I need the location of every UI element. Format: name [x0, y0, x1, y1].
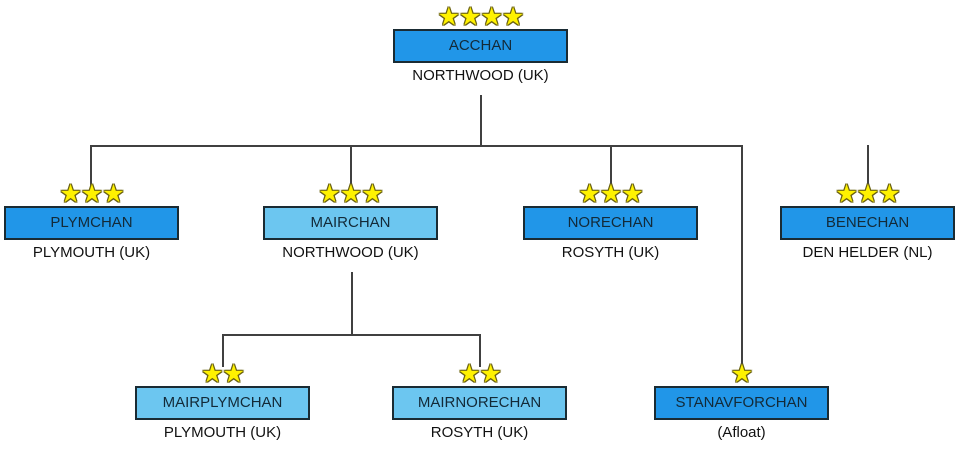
rank-star-icon: ★	[458, 360, 480, 388]
rank-star-icon: ★	[578, 180, 600, 208]
node-mairnorechan-location: ROSYTH (UK)	[430, 424, 529, 441]
node-mairnorechan[interactable]: ★★ MAIRNORECHAN ROSYTH (UK)	[392, 360, 567, 444]
stars-mairchan: ★★★	[263, 180, 438, 208]
node-stanavforchan-location: (Afloat)	[717, 424, 766, 441]
rank-star-icon: ★	[339, 180, 362, 208]
rank-star-icon: ★	[361, 180, 383, 208]
connector-drop-mairplymchan	[222, 334, 224, 367]
rank-star-icon: ★	[201, 360, 223, 388]
node-norechan-box[interactable]: NORECHAN	[523, 206, 698, 240]
connector-drop-plymchan	[90, 145, 92, 187]
node-mairchan-box[interactable]: MAIRCHAN	[263, 206, 438, 240]
stars-benechan: ★★★	[780, 180, 955, 208]
node-mairchan-location: NORTHWOOD (UK)	[282, 244, 419, 261]
rank-star-icon: ★	[459, 3, 481, 31]
rank-star-icon: ★	[730, 360, 753, 388]
node-plymchan-location: PLYMOUTH (UK)	[32, 244, 151, 261]
connector-drop-stanavforchan	[741, 145, 743, 367]
stars-stanavforchan: ★	[654, 360, 829, 388]
rank-star-icon: ★	[437, 3, 460, 31]
connector-drop-mairnorechan	[479, 334, 481, 367]
connector-drop-benechan	[867, 145, 869, 187]
rank-star-icon: ★	[599, 180, 622, 208]
node-benechan-location: DEN HELDER (NL)	[802, 244, 933, 261]
node-mairchan[interactable]: ★★★ MAIRCHAN NORTHWOOD (UK)	[263, 180, 438, 264]
rank-star-icon: ★	[479, 360, 502, 388]
node-norechan-location: ROSYTH (UK)	[561, 244, 660, 261]
rank-star-icon: ★	[621, 180, 643, 208]
node-mairplymchan[interactable]: ★★ MAIRPLYMCHAN PLYMOUTH (UK)	[135, 360, 310, 444]
rank-star-icon: ★	[222, 360, 245, 388]
node-norechan[interactable]: ★★★ NORECHAN ROSYTH (UK)	[523, 180, 698, 264]
rank-star-icon: ★	[878, 180, 900, 208]
rank-star-icon: ★	[856, 180, 879, 208]
node-stanavforchan-box[interactable]: STANAVFORCHAN	[654, 386, 829, 420]
node-acchan-box[interactable]: ACCHAN	[393, 29, 568, 63]
connector-drop-mairchan	[350, 145, 352, 187]
node-mairplymchan-box[interactable]: MAIRPLYMCHAN	[135, 386, 310, 420]
connector-mairchan-stem	[351, 272, 353, 335]
node-plymchan-box[interactable]: PLYMCHAN	[4, 206, 179, 240]
node-stanavforchan[interactable]: ★ STANAVFORCHAN (Afloat)	[654, 360, 829, 444]
node-mairplymchan-location: PLYMOUTH (UK)	[163, 424, 282, 441]
stars-mairnorechan: ★★	[392, 360, 567, 388]
stars-plymchan: ★★★	[4, 180, 179, 208]
rank-star-icon: ★	[480, 3, 503, 31]
node-benechan-box[interactable]: BENECHAN	[780, 206, 955, 240]
node-acchan[interactable]: ★★★★ ACCHAN NORTHWOOD (UK)	[393, 3, 568, 87]
stars-norechan: ★★★	[523, 180, 698, 208]
connector-drop-norechan	[610, 145, 612, 187]
rank-star-icon: ★	[835, 180, 857, 208]
connector-level2-bus	[90, 145, 743, 147]
rank-star-icon: ★	[80, 180, 103, 208]
rank-star-icon: ★	[59, 180, 81, 208]
node-benechan[interactable]: ★★★ BENECHAN DEN HELDER (NL)	[780, 180, 955, 264]
node-acchan-location: NORTHWOOD (UK)	[412, 67, 549, 84]
node-plymchan[interactable]: ★★★ PLYMCHAN PLYMOUTH (UK)	[4, 180, 179, 264]
node-mairnorechan-box[interactable]: MAIRNORECHAN	[392, 386, 567, 420]
stars-mairplymchan: ★★	[135, 360, 310, 388]
connector-acchan-stem	[480, 95, 482, 146]
connector-level3-bus	[222, 334, 481, 336]
rank-star-icon: ★	[102, 180, 124, 208]
rank-star-icon: ★	[318, 180, 340, 208]
rank-star-icon: ★	[501, 3, 524, 31]
stars-acchan: ★★★★	[393, 3, 568, 31]
